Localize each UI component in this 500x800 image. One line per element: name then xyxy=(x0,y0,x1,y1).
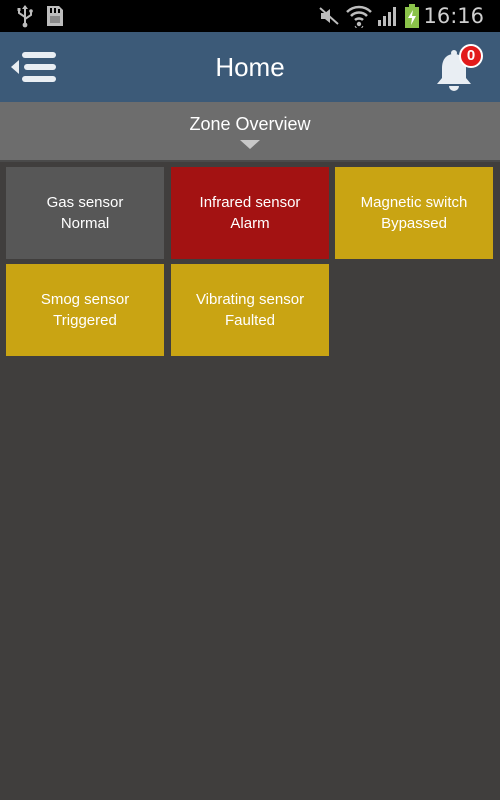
usb-icon xyxy=(14,0,36,32)
zone-overview-header[interactable]: Zone Overview xyxy=(0,102,500,160)
sd-card-icon xyxy=(44,0,66,32)
app-bar: Home 0 xyxy=(0,32,500,102)
page-title: Home xyxy=(215,52,285,82)
notification-count-badge: 0 xyxy=(459,44,483,68)
wifi-icon xyxy=(346,0,372,32)
status-bar: 16:16 xyxy=(0,0,500,32)
zone-tile-infrared-sensor[interactable]: Infrared sensor Alarm xyxy=(171,167,329,259)
menu-button[interactable] xyxy=(8,44,64,90)
zone-status: Bypassed xyxy=(381,215,447,232)
zone-name: Smog sensor xyxy=(40,291,130,308)
zone-status: Triggered xyxy=(53,312,117,329)
zone-tile-magnetic-switch[interactable]: Magnetic switch Bypassed xyxy=(335,167,493,259)
signal-icon xyxy=(376,0,400,32)
zone-name: Magnetic switch xyxy=(360,194,468,211)
menu-back-icon xyxy=(8,52,60,94)
zone-status: Faulted xyxy=(224,312,276,329)
zone-name: Vibrating sensor xyxy=(195,291,305,308)
zone-name: Gas sensor xyxy=(46,194,124,211)
zone-status: Normal xyxy=(60,215,110,232)
zone-status: Alarm xyxy=(230,215,270,232)
status-time: 16:16 xyxy=(423,4,484,28)
chevron-down-icon xyxy=(240,140,260,149)
divider xyxy=(0,160,500,162)
zone-tile-vibrating-sensor[interactable]: Vibrating sensor Faulted xyxy=(171,264,329,356)
zone-tile-smog-sensor[interactable]: Smog sensor Triggered xyxy=(6,264,164,356)
battery-charging-icon xyxy=(402,0,422,32)
mute-icon xyxy=(318,0,340,32)
notifications-button[interactable]: 0 xyxy=(434,42,490,92)
zone-tile-gas-sensor[interactable]: Gas sensor Normal xyxy=(6,167,164,259)
zone-name: Infrared sensor xyxy=(199,194,301,211)
zone-overview-label: Zone Overview xyxy=(189,114,311,134)
